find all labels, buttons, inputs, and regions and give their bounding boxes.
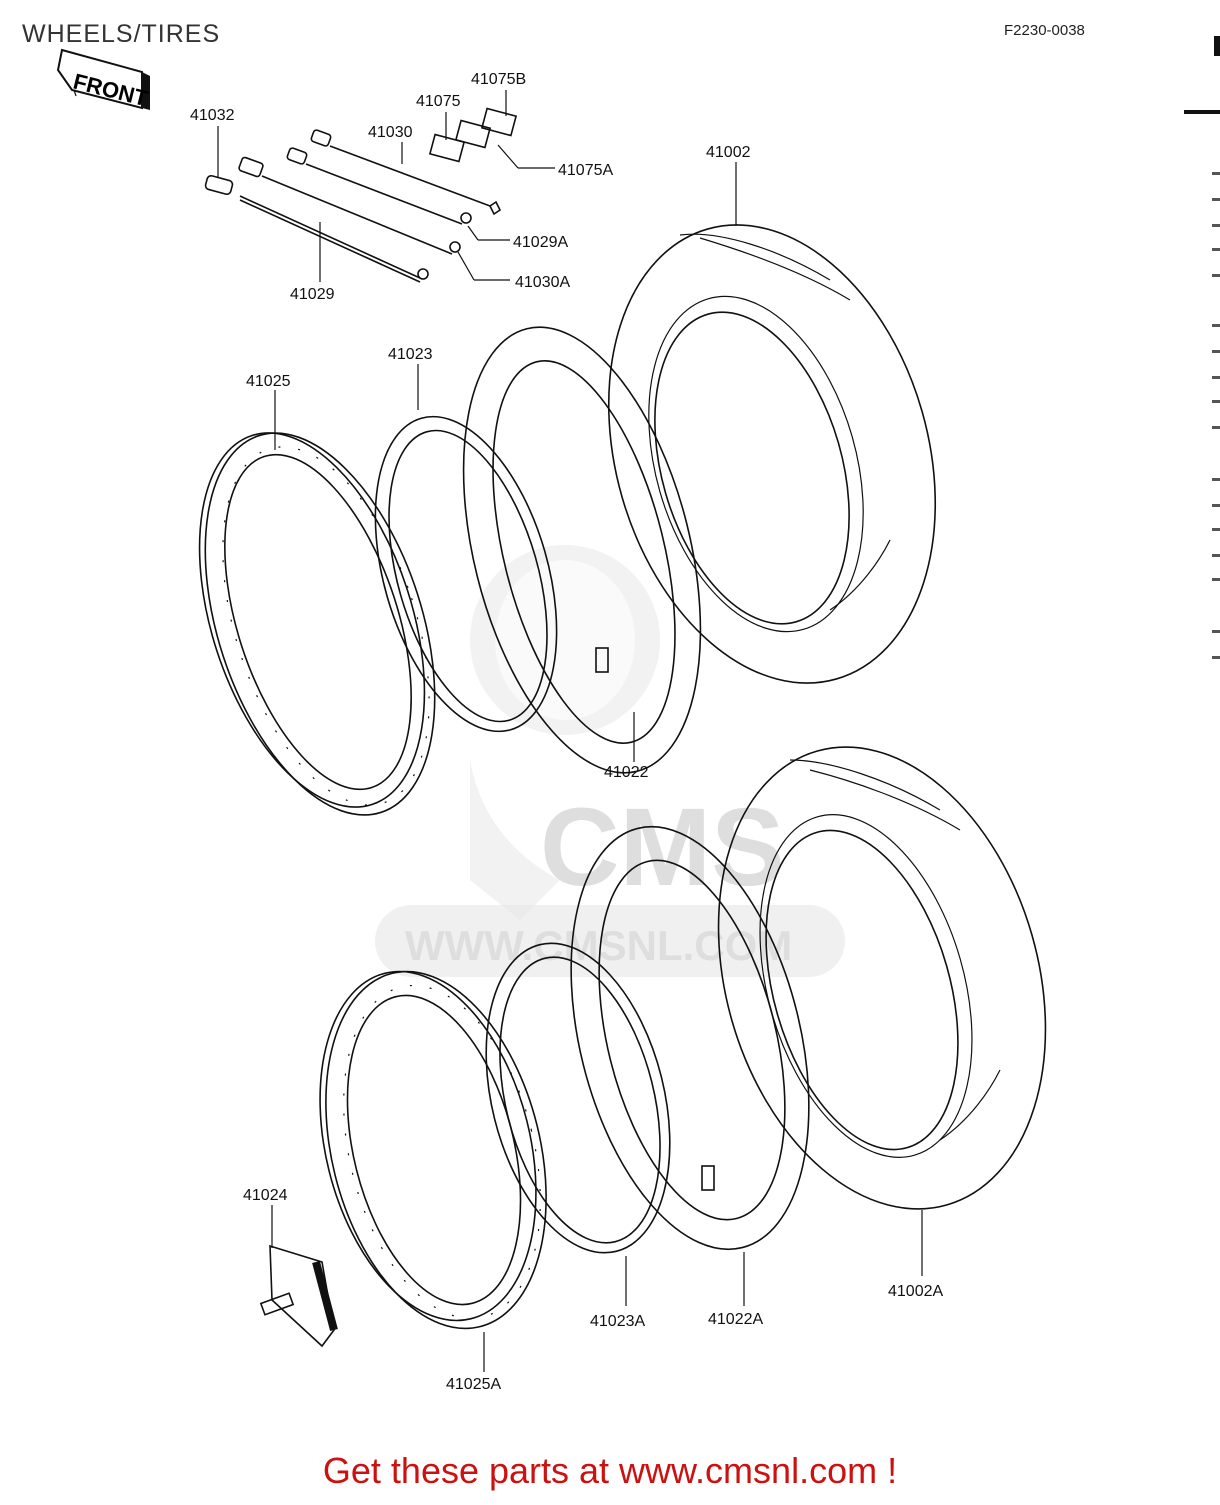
- side-tick: [1212, 400, 1220, 403]
- label-41029a: 41029A: [513, 234, 568, 251]
- side-tick: [1212, 376, 1220, 379]
- front-rim-band: [374, 415, 558, 733]
- watermark: CMS WWW.CMSNL.COM: [375, 545, 845, 977]
- side-tick: [1212, 224, 1220, 227]
- label-41029: 41029: [290, 286, 335, 303]
- label-41024: 41024: [243, 1187, 288, 1204]
- front-tire: [607, 224, 937, 684]
- side-tick: [1212, 172, 1220, 175]
- part-labels: 41032 41075 41075B 41030 41075A 41002 41…: [190, 71, 943, 1393]
- label-41075a: 41075A: [558, 162, 613, 179]
- front-sign: FRONT: [56, 48, 151, 111]
- side-tick: [1212, 350, 1220, 353]
- label-41002a: 41002A: [888, 1283, 943, 1300]
- label-41023: 41023: [388, 346, 433, 363]
- label-41030: 41030: [368, 124, 413, 141]
- label-41075: 41075: [416, 93, 461, 110]
- side-tick: [1212, 554, 1220, 557]
- label-41023a: 41023A: [590, 1313, 645, 1330]
- side-tick: [1212, 426, 1220, 429]
- label-41075b: 41075B: [471, 71, 526, 88]
- label-41030a: 41030A: [515, 274, 570, 291]
- footer-link[interactable]: Get these parts at www.cmsnl.com !: [322, 1450, 898, 1491]
- side-tick: [1212, 630, 1220, 633]
- label-41025: 41025: [246, 373, 291, 390]
- side-bar-rule: [1184, 110, 1220, 114]
- rear-tire: [717, 746, 1047, 1210]
- figure-code: F2230-0038: [1004, 22, 1085, 39]
- side-tick: [1212, 478, 1220, 481]
- label-41032: 41032: [190, 107, 235, 124]
- watermark-logo: CMS: [540, 786, 784, 909]
- side-tick: [1212, 324, 1220, 327]
- rear-rim-band: [485, 942, 671, 1254]
- label-41022: 41022: [604, 764, 649, 781]
- page-title: WHEELS/TIRES: [22, 20, 221, 48]
- label-41002: 41002: [706, 144, 751, 161]
- spokes-group: [204, 107, 518, 283]
- side-tick: [1212, 274, 1220, 277]
- side-tick: [1212, 656, 1220, 659]
- label-41022a: 41022A: [708, 1311, 763, 1328]
- side-tick: [1212, 198, 1220, 201]
- side-bar-top: [1214, 36, 1220, 56]
- leader-lines: [217, 90, 923, 1372]
- rim-lock: [259, 1244, 338, 1348]
- rear-rim: [319, 970, 547, 1330]
- side-tick: [1212, 578, 1220, 581]
- front-tube: [462, 326, 702, 774]
- front-rim: [198, 432, 436, 816]
- side-tick: [1212, 504, 1220, 507]
- side-tick: [1212, 528, 1220, 531]
- side-tick: [1212, 248, 1220, 251]
- label-41025a: 41025A: [446, 1376, 501, 1393]
